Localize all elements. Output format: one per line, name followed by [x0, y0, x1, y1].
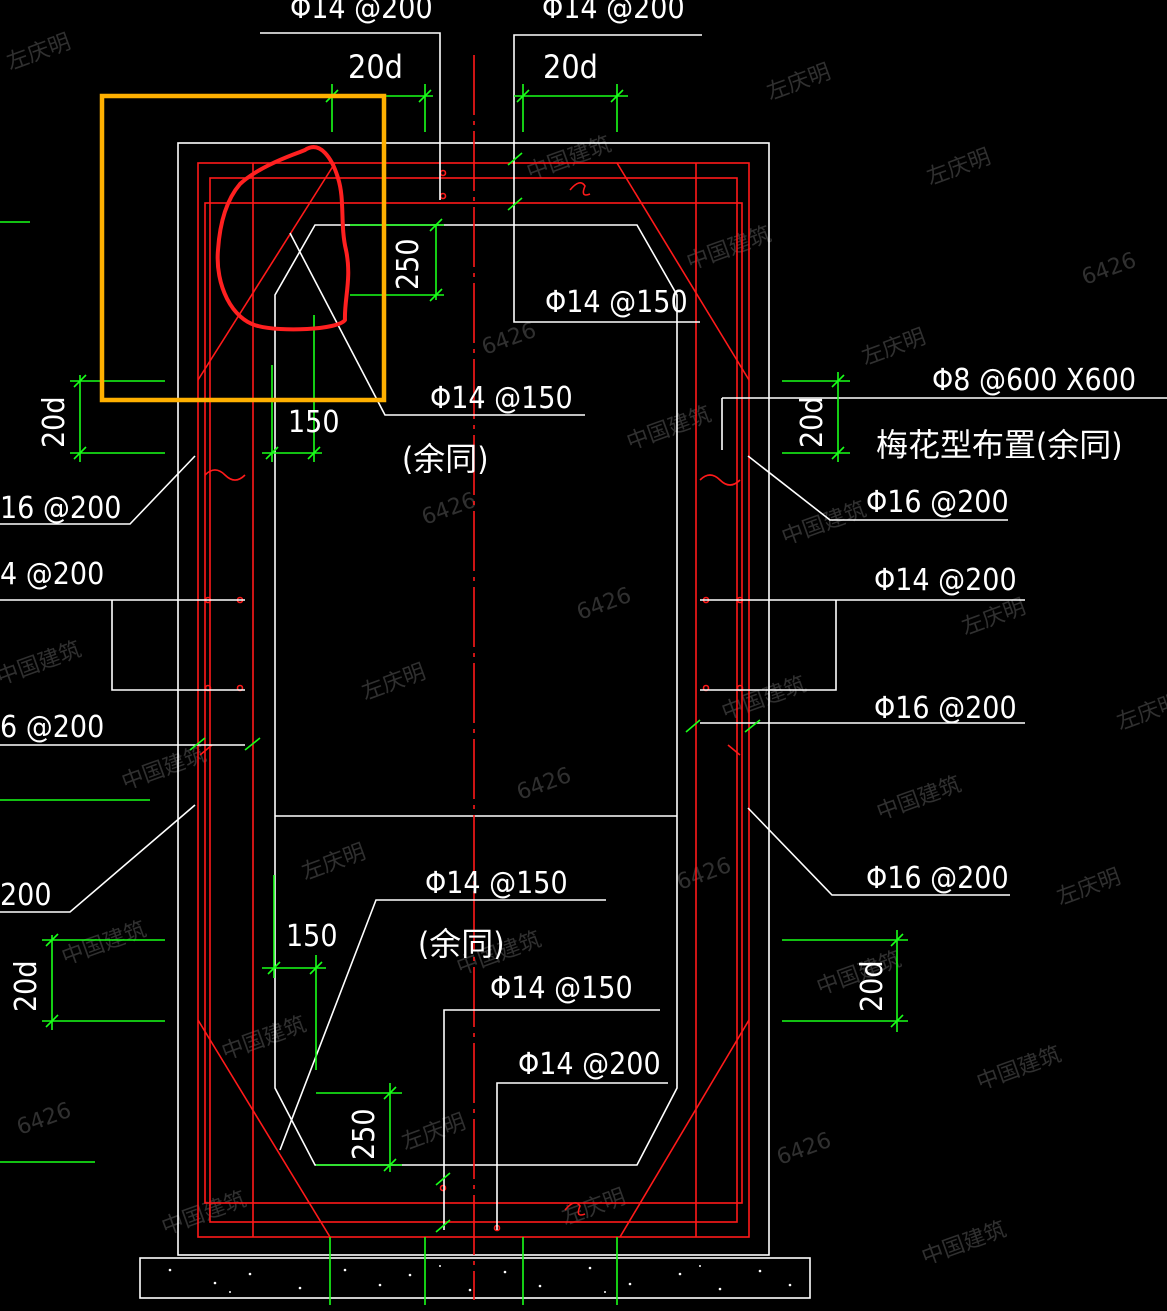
- label-rebar-150-lower-mid: Φ14 @150: [425, 866, 568, 901]
- watermark: 中国建筑: [874, 772, 965, 826]
- label-dim-20d-top-left: 20d: [348, 48, 403, 86]
- watermark: 左庆明: [4, 30, 75, 76]
- watermark: 左庆明: [559, 1185, 630, 1231]
- label-right-16-200-a: Φ16 @200: [866, 485, 1009, 520]
- foundation-slab: [139, 1257, 811, 1299]
- highlight-box: [99, 93, 387, 403]
- watermark: 中国建筑: [624, 402, 715, 456]
- watermark: 左庆明: [959, 595, 1030, 641]
- label-top-left-rebar: Φ14 @200: [290, 0, 433, 26]
- label-dim-150-lower: 150: [286, 919, 338, 954]
- label-left-14-200: 4 @200: [0, 557, 104, 592]
- label-rebar-150-upper-right: Φ14 @150: [545, 285, 688, 320]
- watermark: 左庆明: [1114, 690, 1167, 736]
- watermark: 左庆明: [1054, 865, 1125, 911]
- watermarks: 左庆明 左庆明 中国建筑 左庆明 中国建筑 6426 6426 左庆明 中国建筑…: [0, 30, 1167, 1271]
- foundation-hatch: [168, 1265, 792, 1293]
- watermark: 左庆明: [299, 840, 370, 886]
- watermark: 中国建筑: [974, 1042, 1065, 1096]
- label-tie-note: 梅花型布置(余同): [876, 426, 1122, 464]
- label-rebar-150-lower-right: Φ14 @150: [490, 971, 633, 1006]
- watermark: 6426: [514, 763, 575, 806]
- label-top-right-rebar: Φ14 @200: [542, 0, 685, 26]
- watermark: 6426: [479, 318, 540, 361]
- watermark: 中国建筑: [219, 1012, 310, 1066]
- label-right-16-200-b: Φ16 @200: [874, 691, 1017, 726]
- watermark: 6426: [774, 1128, 835, 1171]
- watermark: 中国建筑: [0, 637, 85, 691]
- watermark: 6426: [14, 1098, 75, 1141]
- watermark: 左庆明: [764, 60, 835, 106]
- label-dim-20d-right-upper: 20d: [795, 397, 830, 448]
- label-left-16-200-b: 6 @200: [0, 710, 104, 745]
- label-right-14-200: Φ14 @200: [874, 563, 1017, 598]
- label-dim-20d-top-right: 20d: [543, 48, 598, 86]
- label-dim-20d-left-upper: 20d: [37, 397, 72, 448]
- watermark: 左庆明: [859, 325, 930, 371]
- rebar-lines: [197, 55, 750, 1300]
- watermark: 中国建筑: [919, 1217, 1010, 1271]
- markup-circle: [215, 145, 351, 332]
- watermark: 中国建筑: [119, 742, 210, 796]
- label-dim-250-top: 250: [391, 238, 426, 290]
- watermark: 中国建筑: [684, 222, 775, 276]
- watermark: 6426: [574, 583, 635, 626]
- watermark: 中国建筑: [719, 672, 810, 726]
- label-note-same-lower: (余同): [418, 925, 504, 963]
- label-dim-250-bottom: 250: [347, 1108, 382, 1160]
- label-note-same-upper: (余同): [402, 440, 488, 478]
- label-right-16-200-c: Φ16 @200: [866, 861, 1009, 896]
- label-dim-20d-left-lower: 20d: [9, 961, 44, 1012]
- label-dim-20d-right-lower: 20d: [855, 961, 890, 1012]
- label-left-16-200-a: 16 @200: [0, 491, 121, 526]
- watermark: 6426: [1079, 248, 1140, 291]
- inner-cavity: [274, 224, 678, 1166]
- label-rebar-150-upper-mid: Φ14 @150: [430, 381, 573, 416]
- label-tie-spacing: Φ8 @600 X600: [932, 363, 1136, 398]
- watermark: 左庆明: [359, 660, 430, 706]
- watermark: 6426: [674, 853, 735, 896]
- watermark: 左庆明: [924, 145, 995, 191]
- watermark: 中国建筑: [779, 497, 870, 551]
- watermark: 中国建筑: [159, 1187, 250, 1241]
- label-rebar-200-lower: Φ14 @200: [518, 1047, 661, 1082]
- leader-lines: [0, 32, 1167, 1230]
- dimension-lines: [0, 84, 908, 1305]
- label-left-200-c: 200: [0, 878, 52, 913]
- label-dim-150-upper: 150: [288, 405, 340, 440]
- watermark: 中国建筑: [59, 917, 150, 971]
- drawing-labels: Φ14 @200 Φ14 @200 20d 20d 250 Φ14 @150 Φ…: [0, 0, 1136, 1160]
- watermark: 6426: [419, 488, 480, 531]
- watermark: 左庆明: [399, 1110, 470, 1156]
